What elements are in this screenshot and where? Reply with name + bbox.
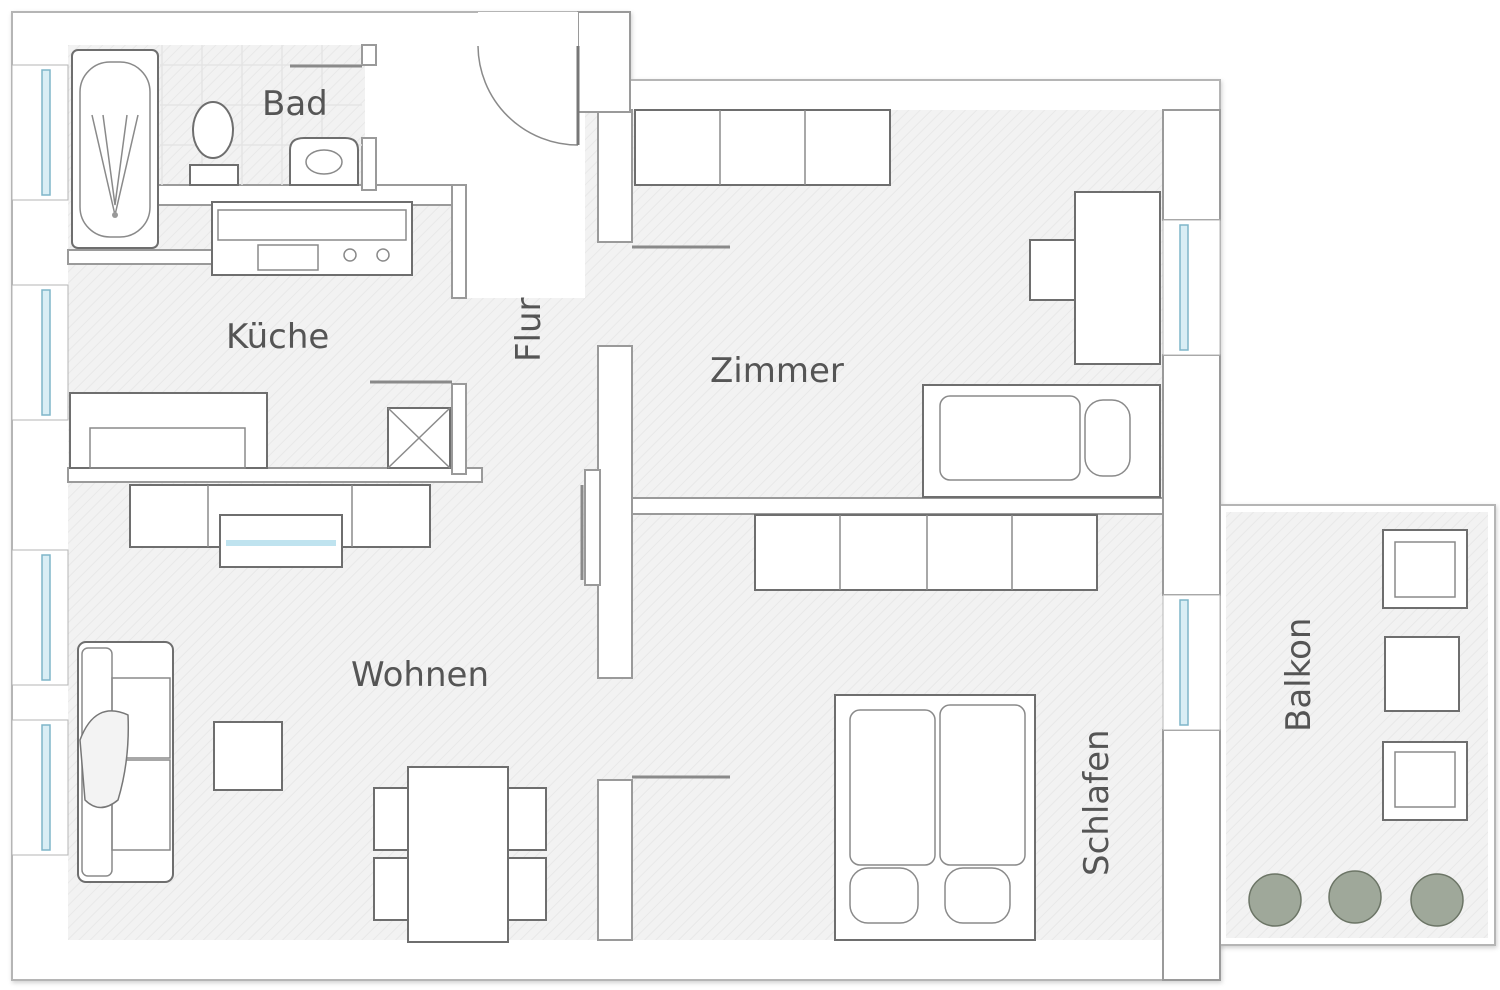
windows (11, 64, 1221, 856)
room-label-zimmer: Zimmer (710, 351, 844, 391)
single-bed (922, 384, 1161, 498)
living-room-furniture (77, 484, 547, 943)
desk (1074, 191, 1161, 365)
window-wohnen-1 (11, 549, 69, 686)
room-label-wohnen: Wohnen (351, 655, 489, 695)
entrance-door (477, 12, 580, 146)
room-label-balkon: Balkon (1279, 618, 1319, 732)
zimmer-furniture (634, 109, 1161, 591)
window-zimmer (1162, 219, 1221, 356)
desk-chair (1029, 239, 1076, 301)
balcony-table (1384, 636, 1460, 712)
sink (257, 244, 319, 271)
kitchen-fixtures (69, 201, 451, 469)
toilet (189, 101, 239, 186)
room-label-schlafen: Schlafen (1077, 729, 1117, 876)
window-wohnen-2 (11, 719, 69, 856)
bedroom-furniture (834, 694, 1036, 941)
balcony-furniture (1248, 529, 1468, 927)
window-kueche (11, 284, 69, 421)
room-label-flur: Flur (509, 297, 549, 362)
stove (343, 248, 390, 262)
coffee-table (213, 721, 283, 791)
bathroom-fixtures (71, 45, 362, 249)
plant-icons (1248, 870, 1464, 927)
room-label-kueche: Küche (226, 317, 329, 357)
window-bad (11, 64, 69, 201)
door-handles (290, 64, 730, 779)
wardrobe-zimmer (634, 109, 891, 186)
balcony-chair-top (1382, 529, 1468, 609)
kitchen-counter (211, 201, 413, 276)
wardrobe-schlafen (754, 514, 1098, 591)
bathtub (71, 49, 159, 249)
room-label-bad: Bad (262, 84, 328, 124)
kitchen-counter-lower (69, 392, 268, 469)
dining-set (373, 766, 547, 943)
washbasin (289, 137, 359, 186)
window-schlafen (1162, 594, 1221, 731)
sofa (77, 641, 174, 883)
